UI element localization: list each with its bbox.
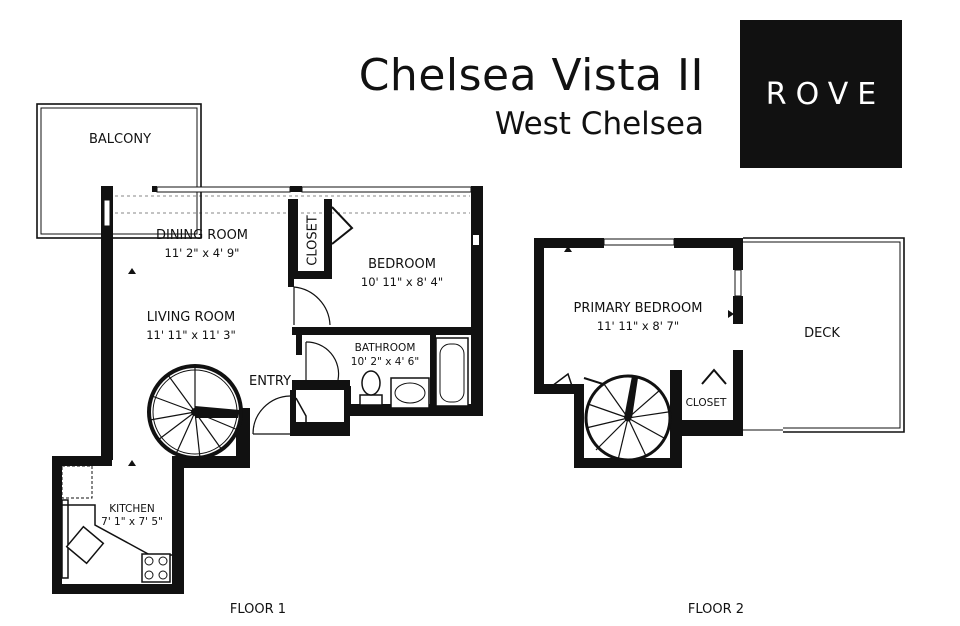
window-primary [603,238,675,246]
room-name-deck: DECK [804,326,840,341]
window-dining [156,186,291,193]
floor-label-2: FLOOR 2 [687,602,745,617]
room-size-primary-bedroom: 11' 11" x 8' 7" [596,319,680,333]
wall-left [101,186,113,460]
floor-2-plan [534,237,905,468]
room-size-kitchen: 7' 1" x 7' 5" [101,516,163,528]
room-name-living-room: LIVING ROOM [146,310,236,325]
balcony-inner-outline [40,107,198,235]
room-name-closet-floor-1: CLOSET [305,215,321,266]
room-size-bathroom: 10' 2" x 4' 6" [350,356,420,368]
room-size-bedroom: 10' 11" x 8' 4" [360,275,444,289]
floor-label-1: FLOOR 1 [229,602,287,617]
room-size-dining-room: 11' 2" x 4' 9" [164,246,240,260]
page-subtitle: West Chelsea [494,106,704,142]
page-title: Chelsea Vista II [358,50,704,101]
balcony-outline [36,103,202,239]
wall-right [471,186,483,416]
room-name-dining-room: DINING ROOM [155,228,249,243]
spiral-stair-floor-1 [147,364,243,460]
room-name-entry: ENTRY [248,374,292,389]
room-name-bedroom: BEDROOM [368,257,436,272]
floor-1-plan [36,103,483,594]
room-name-primary-bedroom: PRIMARY BEDROOM [573,301,703,316]
room-name-balcony: BALCONY [88,132,152,147]
room-name-bathroom: BATHROOM [354,342,416,354]
brand-logo: ROVE [740,20,902,168]
room-name-kitchen: KITCHEN [109,503,155,515]
spiral-stair-floor-2 [584,374,672,462]
deck-outline [743,237,905,433]
window-bedroom [301,186,472,193]
wall-kitchen-left [52,456,62,593]
room-name-closet-floor-2: CLOSET [685,397,727,409]
room-size-living-room: 11' 11" x 11' 3" [146,328,236,342]
